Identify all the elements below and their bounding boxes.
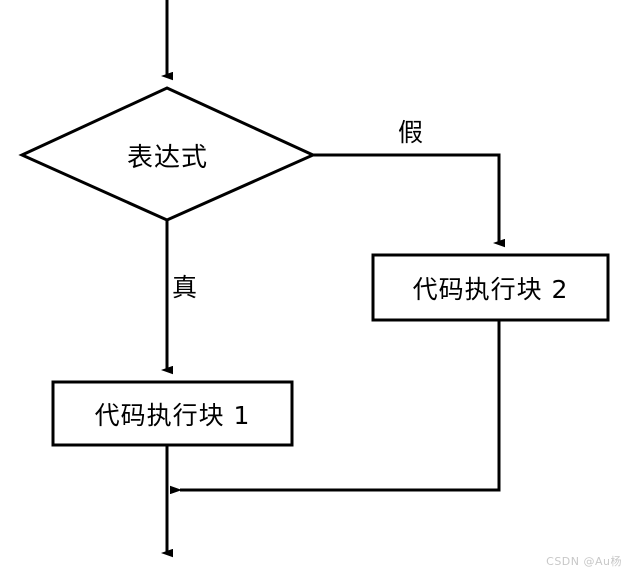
edge-false-path [313, 153, 505, 248]
block2-label: 代码执行块 2 [412, 274, 569, 304]
watermark: CSDN @Au杨 [546, 555, 622, 568]
block1-rect [51, 380, 294, 447]
edge-label-false: 假 [398, 118, 424, 147]
decision-label: 表达式 [126, 142, 208, 173]
edge-label-true: 真 [172, 273, 198, 302]
block2-rect [371, 253, 610, 322]
block1-label: 代码执行块 1 [94, 400, 251, 430]
edge-block2-merge-path [170, 320, 501, 495]
